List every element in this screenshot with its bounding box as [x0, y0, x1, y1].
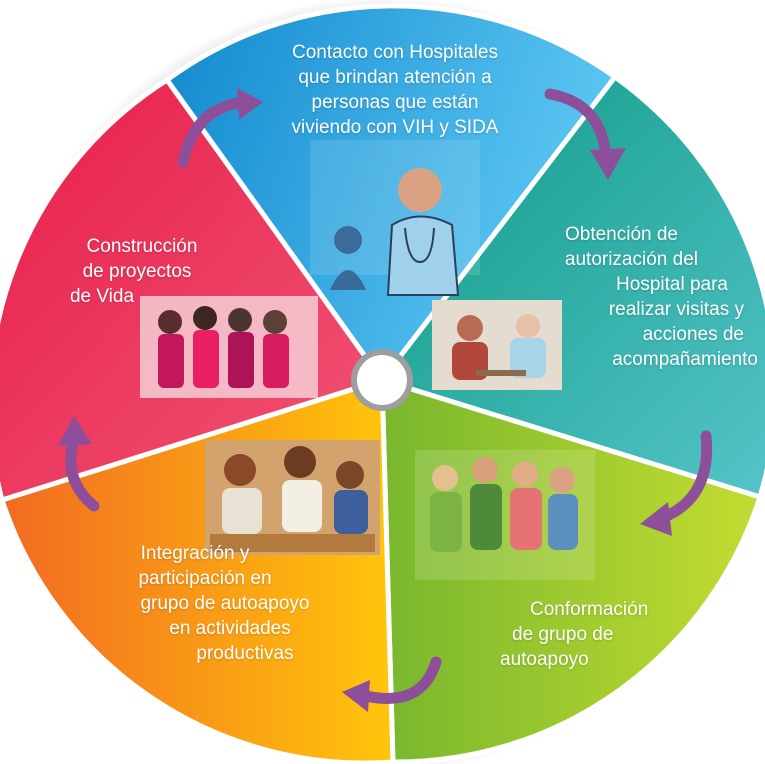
step-label-line: Construcción	[86, 236, 198, 257]
step-label-line: grupo de autoapoyo	[140, 593, 310, 614]
step-label-line: Contacto con Hospitales	[292, 42, 498, 63]
photo-group-of-people	[415, 450, 595, 580]
step-label-line: Hospital para	[616, 274, 728, 295]
step-label-line: participación en	[138, 568, 272, 589]
center-hub	[357, 355, 407, 405]
segment-contacto	[163, 3, 619, 385]
step-label-line: de proyectos	[82, 261, 192, 282]
curved-arrow-icon	[58, 416, 100, 512]
segment-obtencion	[377, 73, 765, 501]
curved-arrow-icon	[177, 88, 263, 168]
step-label-obtencion: Obtención de autorización del Hospital p…	[540, 222, 760, 372]
step-label-contacto: Contacto con Hospitales que brindan aten…	[250, 40, 540, 140]
step-label-line: productivas	[196, 643, 294, 664]
step-label-line: Integración y	[140, 543, 250, 564]
photo-group-activity	[205, 440, 380, 555]
curved-arrow-icon	[640, 430, 713, 536]
step-label-line: autorización del	[564, 249, 698, 270]
curved-arrow-icon	[342, 656, 442, 712]
photo-consultation	[432, 300, 562, 390]
photo-doctor-with-patient	[310, 140, 480, 296]
step-label-line: acciones de	[642, 324, 744, 345]
step-label-line: acompañamiento	[612, 349, 758, 370]
step-label-construccion: Construcción de proyectos de Vida	[42, 234, 222, 309]
step-label-line: que brindan atención a	[298, 67, 492, 88]
photo-group	[140, 296, 318, 398]
step-label-line: Conformación	[530, 599, 649, 620]
step-label-conformacion: Conformación de grupo de autoapoyo	[500, 597, 680, 672]
step-label-integracion: Integración y participación en grupo de …	[80, 541, 350, 666]
step-label-line: de grupo de	[512, 624, 614, 645]
curved-arrow-icon	[544, 88, 626, 180]
step-label-line: viviendo con VIH y SIDA	[291, 117, 499, 138]
step-label-line: autoapoyo	[500, 649, 589, 670]
step-label-line: en actividades	[169, 618, 291, 639]
step-label-line: de Vida	[69, 286, 135, 307]
step-label-line: Obtención de	[564, 224, 678, 245]
step-label-line: realizar visitas y	[608, 299, 744, 320]
step-label-line: personas que están	[311, 92, 479, 113]
